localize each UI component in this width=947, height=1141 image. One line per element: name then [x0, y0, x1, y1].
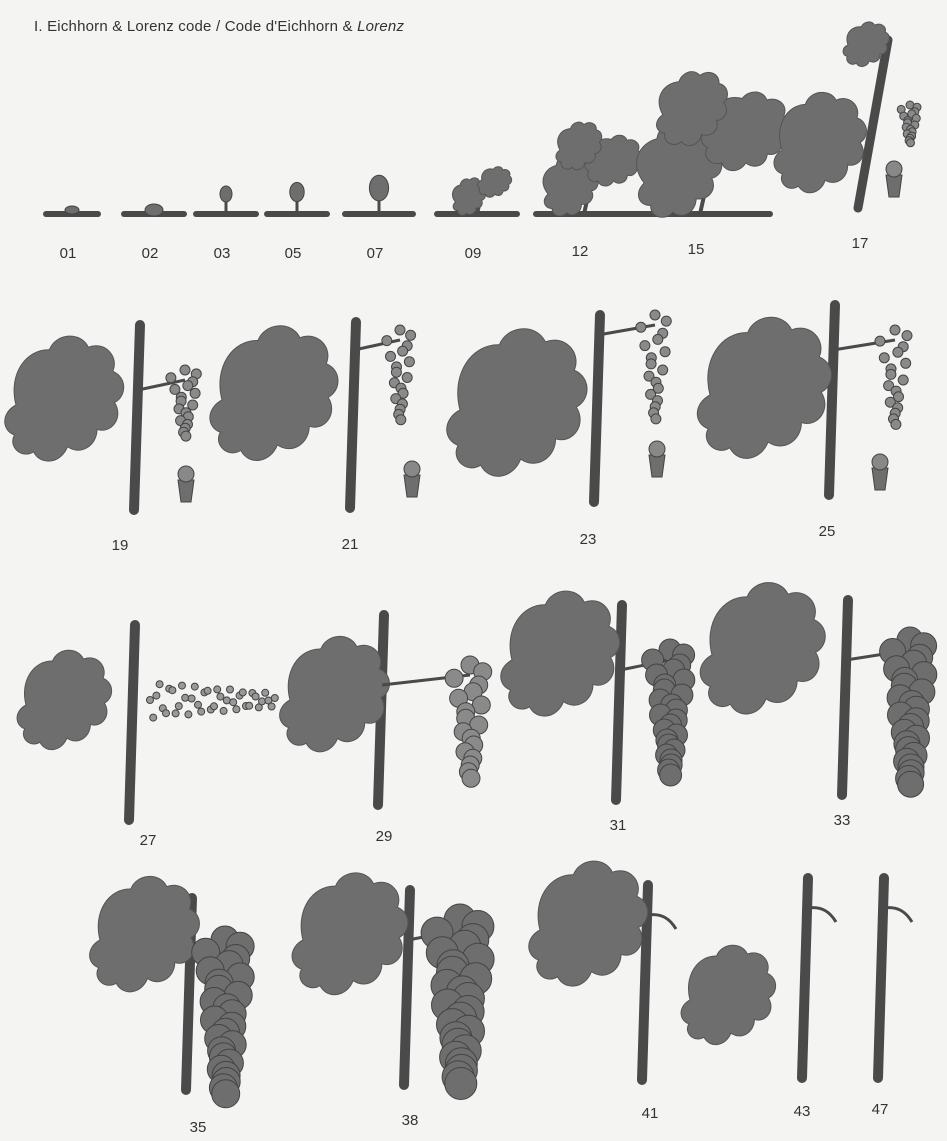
stage-38: 38: [284, 868, 494, 1129]
stage-code-label: 33: [834, 812, 851, 829]
stage-43: 43: [674, 878, 836, 1120]
stage-03: 03: [196, 186, 256, 262]
cane-stem: [878, 878, 884, 1078]
stage-17: 17: [763, 22, 921, 252]
grape-cluster: [636, 310, 671, 424]
cane-stem: [842, 600, 848, 795]
stage-31: 31: [492, 586, 694, 834]
grape-cluster: [897, 101, 921, 147]
grape-cluster: [192, 926, 255, 1108]
leaf-shape: [0, 331, 131, 465]
stage-code-label: 43: [794, 1103, 811, 1120]
stage-25: 25: [688, 305, 912, 540]
flower-detail: [886, 161, 902, 197]
stage-29: 29: [272, 615, 492, 845]
leaf-shape: [201, 320, 346, 465]
leaf-shape: [492, 586, 626, 720]
stage-code-label: 38: [402, 1112, 419, 1129]
grape-cluster: [421, 904, 494, 1100]
stage-47: 47: [872, 878, 912, 1118]
stage-15: 15: [619, 66, 795, 258]
leaf-shape: [688, 311, 839, 463]
stage-19: 19: [0, 325, 201, 554]
stage-33: 33: [691, 577, 936, 829]
stage-27: 27: [10, 625, 278, 849]
stage-05: 05: [267, 182, 327, 262]
stage-code-label: 01: [60, 245, 77, 262]
stage-code-label: 35: [190, 1119, 207, 1136]
stage-07: 07: [345, 175, 413, 262]
stage-code-label: 03: [214, 245, 231, 262]
stage-41: 41: [520, 856, 676, 1122]
stage-code-label: 41: [642, 1105, 659, 1122]
grape-cluster: [166, 365, 201, 441]
flower-detail: [649, 441, 665, 477]
stage-01: 01: [46, 206, 98, 262]
cane-stem: [129, 625, 135, 820]
leaf-shape: [520, 856, 654, 990]
stage-code-label: 09: [465, 245, 482, 262]
stage-02: 02: [124, 204, 184, 262]
stage-code-label: 12: [572, 243, 589, 260]
stage-code-label: 05: [285, 245, 302, 262]
stage-code-label: 02: [142, 245, 159, 262]
cane-stem: [134, 325, 140, 510]
leaf-shape: [10, 646, 117, 753]
stage-code-label: 21: [342, 536, 359, 553]
cane-stem: [829, 305, 835, 495]
stage-code-label: 31: [610, 817, 627, 834]
stage-35: 35: [82, 872, 254, 1136]
flower-detail: [178, 466, 194, 502]
stage-code-label: 23: [580, 531, 597, 548]
stage-code-label: 15: [688, 241, 705, 258]
leaf-shape: [674, 941, 781, 1048]
stage-21: 21: [201, 320, 420, 553]
leaf-shape: [691, 577, 832, 718]
cane-stem: [802, 878, 808, 1078]
stage-09: 09: [437, 164, 517, 262]
grape-cluster: [642, 639, 695, 786]
stage-23: 23: [437, 310, 671, 548]
stage-code-label: 19: [112, 537, 129, 554]
stage-code-label: 25: [819, 523, 836, 540]
grape-cluster: [880, 627, 937, 797]
leaf-shape: [284, 868, 415, 999]
leaf-shape: [437, 323, 595, 482]
flower-detail: [404, 461, 420, 497]
stage-code-label: 29: [376, 828, 393, 845]
stage-code-label: 07: [367, 245, 384, 262]
stage-code-label: 17: [852, 235, 869, 252]
stage-code-label: 27: [140, 832, 157, 849]
cane-stem: [594, 315, 600, 502]
flower-detail: [872, 454, 888, 490]
stage-code-label: 47: [872, 1101, 889, 1118]
stage-12: 12: [532, 119, 645, 260]
